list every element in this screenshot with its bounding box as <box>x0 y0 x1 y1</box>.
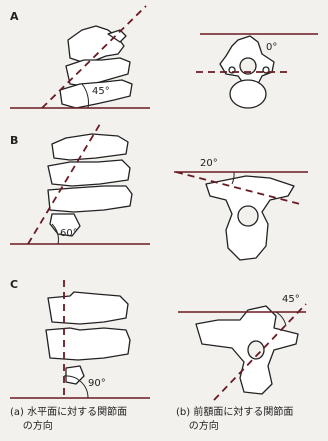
row-label-a: A <box>10 10 19 23</box>
thoracic-lateral-view <box>48 134 132 236</box>
lumbar-superior-view <box>196 306 298 394</box>
angle-a-right: 0° <box>266 42 277 53</box>
lumbar-lateral-view <box>46 292 130 384</box>
angle-a-left: 45° <box>92 86 110 97</box>
angle-c-left: 90° <box>88 378 106 389</box>
row-label-b: B <box>10 134 18 147</box>
row-label-c: C <box>10 278 18 291</box>
caption-left: (a) 水平面に対する関節面 の方向 <box>10 406 127 434</box>
thoracic-superior-view <box>206 176 294 260</box>
caption-right: (b) 前額面に対する関節面 の方向 <box>176 406 293 434</box>
angle-b-right: 20° <box>200 158 218 169</box>
angle-b-left: 60° <box>60 228 78 239</box>
angle-c-right: 45° <box>282 294 300 305</box>
